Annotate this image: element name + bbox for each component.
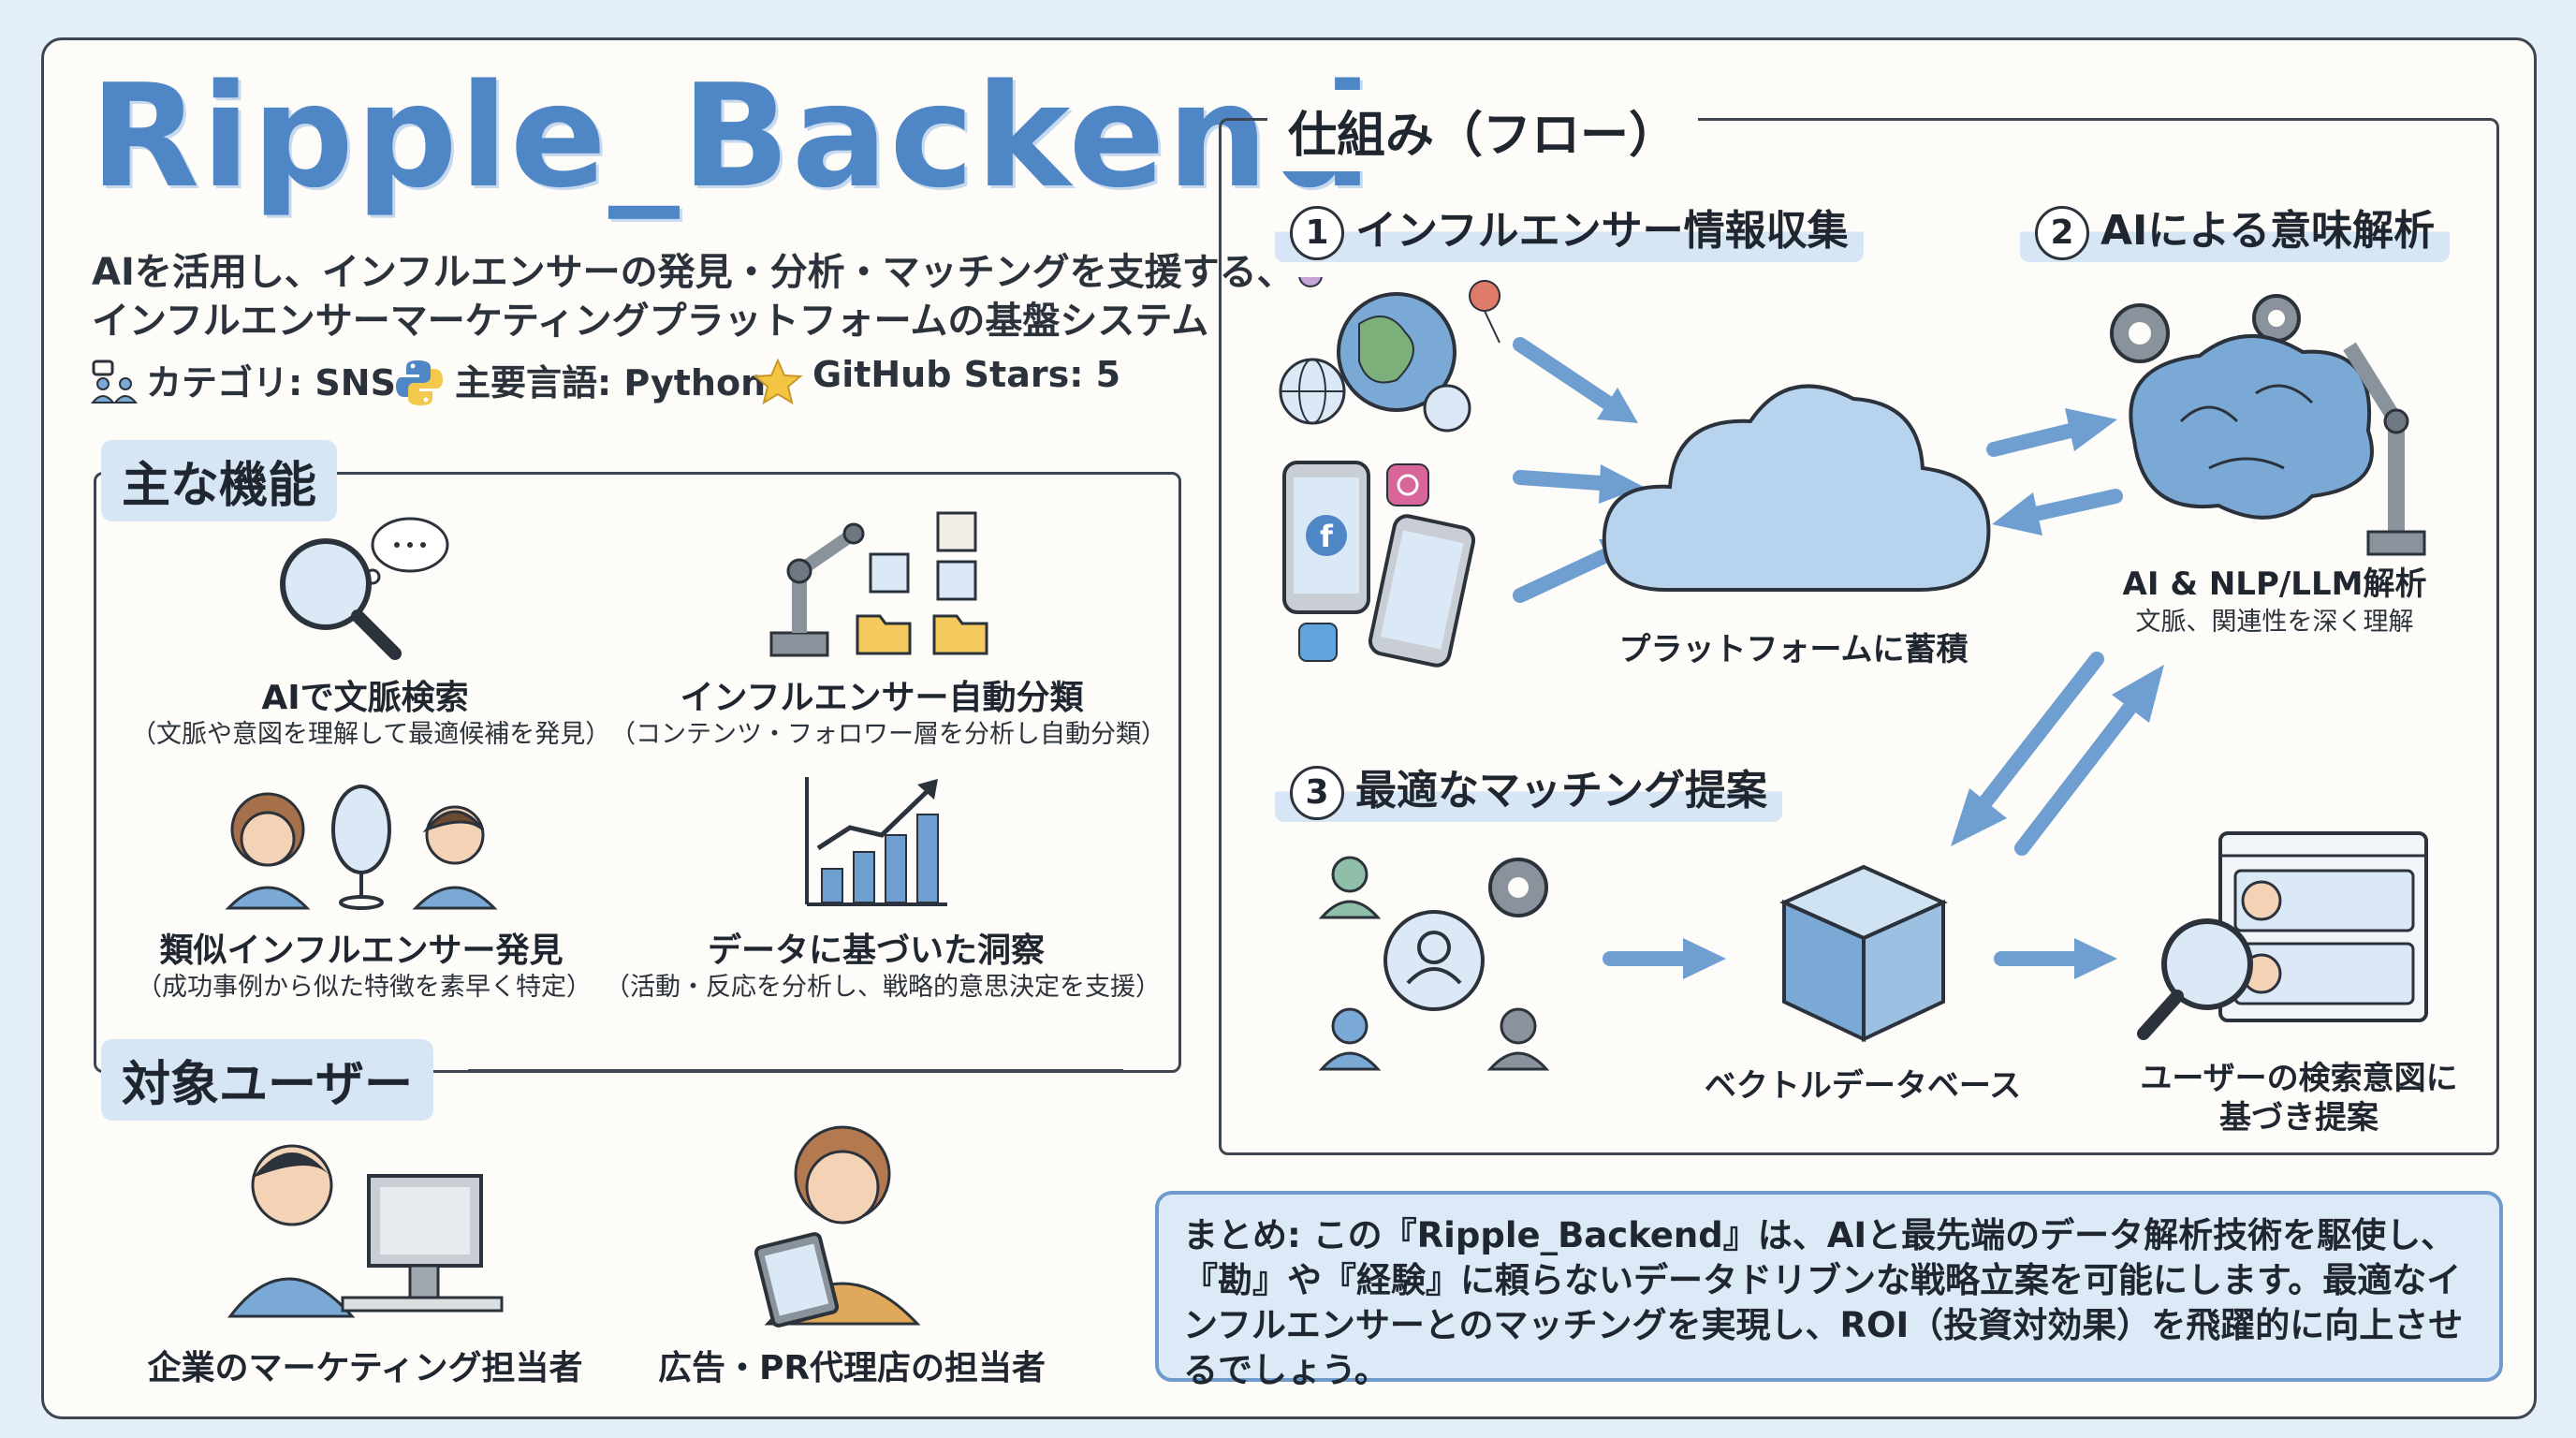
step-1-label: インフルエンサー情報収集 xyxy=(1355,207,1849,255)
magnifier-icon xyxy=(280,517,449,660)
user-2-label: 広告・PR代理店の担当者 xyxy=(657,1349,1046,1387)
feature-2-subtitle: （コンテンツ・フォロワー層を分析し自動分類） xyxy=(610,720,1166,749)
star-icon xyxy=(753,358,803,405)
agency-worker-icon xyxy=(754,1125,921,1328)
features-heading: 主な機能 xyxy=(101,440,338,521)
diagonal-arrows-icon xyxy=(1951,652,2164,856)
user-1-label: 企業のマーケティング担当者 xyxy=(147,1349,583,1387)
exchange-arrows-icon xyxy=(1986,408,2123,536)
feature-4-subtitle: （活動・反応を分析し、戦略的意思決定を支援） xyxy=(605,973,1161,1002)
feature-1-title: AIで文脈検索 xyxy=(261,679,469,717)
stars-label: GitHub Stars: 5 xyxy=(812,354,1121,395)
feature-1-subtitle: （文脈や意図を理解して最適候補を発見） xyxy=(131,720,611,749)
category-icon xyxy=(90,360,139,404)
feature-4-title: データに基づいた洞察 xyxy=(707,932,1045,970)
step-2-number: 2 xyxy=(2035,206,2089,260)
ai-label: AI & NLP/LLM解析 xyxy=(2122,565,2427,603)
svg-text:f: f xyxy=(1320,519,1334,554)
description-line-2: インフルエンサーマーケティングプラットフォームの基盤システム xyxy=(92,300,1209,343)
summary-text: まとめ: この『Ripple_Backend』は、AIと最先端のデータ解析技術を… xyxy=(1183,1215,2464,1390)
arrow-to-db-icon xyxy=(1603,938,1726,979)
people-mirror-icon xyxy=(225,785,498,910)
bar-chart-icon xyxy=(805,777,947,906)
social-phones-icon: f xyxy=(1282,461,1476,668)
robot-arm-icon xyxy=(769,511,988,657)
vector-db-cube-icon xyxy=(1779,864,1948,1043)
users-rule xyxy=(468,1069,1123,1072)
step-3-number: 3 xyxy=(1290,766,1344,820)
python-icon xyxy=(396,360,443,405)
vector-db-label: ベクトルデータベース xyxy=(1704,1067,2022,1105)
cloud-label: プラットフォームに蓄積 xyxy=(1618,631,1969,668)
cloud-icon xyxy=(1602,384,1991,592)
users-heading: 対象ユーザー xyxy=(101,1039,433,1121)
step-3-label: 最適なマッチング提案 xyxy=(1355,767,1767,814)
ai-sublabel: 文脈、関連性を深く理解 xyxy=(2135,608,2414,637)
language-label: 主要言語: Python xyxy=(455,362,767,404)
user-network-icon xyxy=(1318,856,1550,1071)
feature-3-subtitle: （成功事例から似た特徴を素早く特定） xyxy=(137,973,592,1002)
feature-3-title: 類似インフルエンサー発見 xyxy=(159,932,564,970)
flow-box xyxy=(1219,118,2499,1155)
description-line-1: AIを活用し、インフルエンサーの発見・分析・マッチングを支援する、 xyxy=(92,251,1295,294)
proposal-label-line-2: 基づき提案 xyxy=(2219,1099,2378,1137)
proposal-label-line-1: ユーザーの検索意図に xyxy=(2140,1060,2458,1097)
globe-icon xyxy=(1279,277,1501,433)
flow-heading: 仕組み（フロー） xyxy=(1267,90,1699,171)
step-2-label: AIによる意味解析 xyxy=(2100,207,2436,255)
summary-box xyxy=(1155,1191,2503,1382)
proposal-window-icon xyxy=(2137,831,2428,1040)
office-worker-icon xyxy=(227,1144,504,1318)
page-title: Ripple_Backend xyxy=(90,53,1374,219)
step-1-number: 1 xyxy=(1290,206,1344,260)
feature-2-title: インフルエンサー自動分類 xyxy=(680,679,1084,717)
ai-brain-icon xyxy=(2110,294,2426,556)
category-label: カテゴリ: SNS xyxy=(146,362,396,404)
arrow-to-proposal-icon xyxy=(1994,938,2117,979)
